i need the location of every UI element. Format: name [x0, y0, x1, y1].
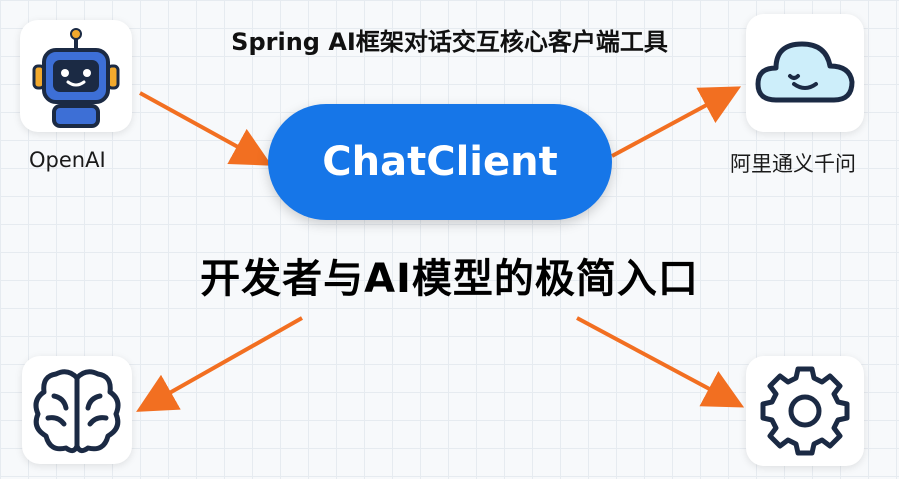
- diagram-title: Spring AI框架对话交互核心客户端工具: [231, 28, 668, 56]
- openai-card: [20, 20, 132, 132]
- chatclient-label: ChatClient: [322, 139, 558, 185]
- arrow-chatclient-to-tongyi: [611, 86, 742, 158]
- arrow-to-brain: [136, 316, 303, 412]
- arrow-openai-to-chatclient: [139, 91, 273, 166]
- robot-icon: [32, 28, 120, 128]
- brain-card: [22, 356, 132, 464]
- gear-icon: [760, 366, 850, 456]
- tongyi-label: 阿里通义千问: [730, 152, 856, 176]
- headline: 开发者与AI模型的极简入口: [200, 256, 699, 302]
- openai-label: OpenAI: [29, 148, 106, 172]
- brain-icon: [33, 369, 121, 454]
- cloud-icon: [755, 41, 855, 103]
- chatclient-node: ChatClient: [268, 104, 612, 220]
- tongyi-card: [746, 14, 864, 132]
- arrow-to-settings: [576, 316, 745, 408]
- settings-card: [746, 356, 864, 466]
